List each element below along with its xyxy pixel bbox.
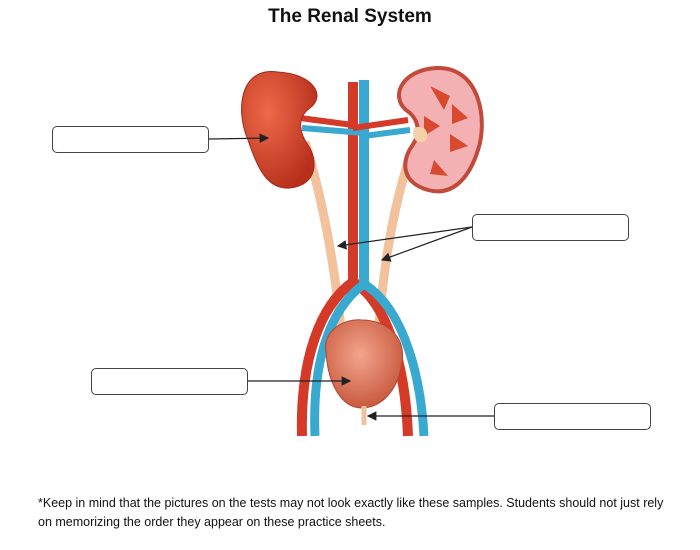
right-kidney-cross-section	[397, 65, 484, 194]
bladder	[325, 319, 403, 409]
page-title: The Renal System	[268, 6, 432, 27]
right-renal-artery	[352, 117, 409, 131]
left-renal-artery	[299, 115, 354, 128]
ureter-pointer-arrow-right	[380, 226, 473, 262]
footnote: *Keep in mind that the pictures on the t…	[38, 496, 664, 529]
kidney-label-box[interactable]	[52, 126, 209, 153]
urethra-label-box[interactable]	[494, 403, 651, 430]
left-iliac-vein	[310, 280, 367, 437]
right-iliac-vein	[361, 280, 429, 437]
ureter-pointer-arrow-left	[336, 226, 473, 250]
left-iliac-artery	[296, 277, 356, 437]
ureter-label-box[interactable]	[472, 214, 629, 241]
right-renal-vein	[363, 127, 411, 139]
bladder-label-box[interactable]	[91, 368, 248, 395]
left-renal-vein	[301, 125, 365, 136]
kidney-pointer-arrow	[208, 133, 270, 143]
left-kidney	[241, 71, 318, 189]
